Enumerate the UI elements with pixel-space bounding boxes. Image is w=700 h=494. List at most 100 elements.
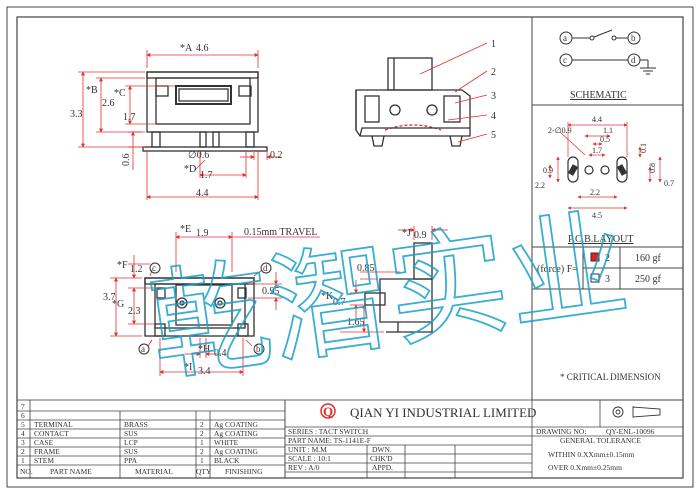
- dim-3-7: 3.7: [103, 292, 116, 303]
- pcb-layout: 4.4 2-∅0.9 1.1 0.5 1.7 0.1 0.9 2.2 0.8 0…: [535, 115, 674, 245]
- pcb-dim-0-8: 0.8: [648, 163, 657, 173]
- bom-cell-finishing: Ag COATING: [214, 420, 259, 429]
- pcb-dim-0-9: 0.9: [543, 166, 553, 175]
- callout-4: 4: [491, 111, 496, 122]
- schematic-d-label: d: [631, 55, 636, 65]
- bom-cell-part: TERMINAL: [34, 420, 73, 429]
- schematic-title: SCHEMATIC: [570, 90, 627, 101]
- dim-h-value: 0.4: [214, 348, 227, 359]
- force-swatch-red: [590, 252, 600, 262]
- company-name: QIAN YI INDUSTRIAL LIMITED: [350, 405, 536, 420]
- pcb-dim-4-4: 4.4: [592, 115, 602, 124]
- callout-numbers: 1 2 3 4 5: [491, 39, 496, 141]
- dim-b-label: *B: [86, 85, 98, 96]
- tolerance-within: WITHIN 0.XXmm±0.15mm: [548, 450, 635, 459]
- pcb-dim-0-1: 0.1: [639, 143, 648, 153]
- dim-0-2: 0.2: [270, 150, 283, 161]
- bom-row-number: 3: [21, 438, 25, 447]
- tolerance-over: OVER 0.Xmm±0.25mm: [548, 463, 622, 472]
- terminal-c-label: c: [152, 263, 156, 273]
- bom-row-number: 1: [21, 456, 25, 465]
- company-logo: [320, 403, 336, 419]
- terminal-b-circle: [253, 343, 265, 355]
- dim-0-85: 0.85: [357, 263, 375, 274]
- dim-f-label: *F: [117, 260, 128, 271]
- bom-header-part: PART NAME: [50, 467, 92, 476]
- isometric-view: [355, 57, 471, 147]
- unit-label: UNIT : M.M: [288, 445, 327, 454]
- dim-h-label: *H: [198, 344, 210, 355]
- force-swatch-white: [590, 273, 600, 283]
- bom-row-number: 5: [21, 420, 25, 429]
- front-view: [144, 277, 255, 337]
- dim-f-value: 1.2: [130, 264, 143, 275]
- bom-header-qty: QTY: [196, 467, 212, 476]
- dim-3-3: 3.3: [70, 109, 83, 120]
- dim-g-value: 2.3: [128, 306, 141, 317]
- bom-header-material: MATERIAL: [135, 467, 173, 476]
- top-view: [142, 71, 268, 152]
- terminal-a-label: a: [141, 344, 145, 354]
- force-row-1-value: 160 gf: [635, 253, 662, 264]
- dim-k-label: *K: [321, 291, 334, 302]
- outer-border: [6, 6, 694, 488]
- callout-1: 1: [491, 39, 496, 50]
- dim-i-value: 3.4: [198, 366, 211, 377]
- schematic-b-label: b: [631, 33, 636, 43]
- scale-label: SCALE : 10:1: [288, 454, 331, 463]
- force-row-2-value: 250 gf: [635, 274, 662, 285]
- bom-cell-finishing: WHITE: [214, 438, 239, 447]
- bom-cell-part: CASE: [34, 438, 54, 447]
- terminal-d-circle: [260, 262, 272, 274]
- schematic-a-label: a: [563, 33, 567, 43]
- terminal-d-label: d: [263, 263, 268, 273]
- bom-cell-material: PPA: [124, 456, 138, 465]
- dim-4-4: 4.4: [196, 188, 209, 199]
- bom-header-no: NO.: [20, 467, 33, 476]
- dim-j-value: 0.9: [414, 230, 427, 241]
- callout-3: 3: [491, 91, 496, 102]
- pcb-dim-1-7: 1.7: [592, 146, 602, 155]
- bom-cell-qty: 1: [200, 456, 204, 465]
- bom-row-number: 2: [21, 447, 25, 456]
- bom-cell-finishing: BLACK: [214, 456, 240, 465]
- drawing-no-value: QY-ENL-10096: [606, 427, 655, 436]
- terminal-b-label: b: [256, 344, 261, 354]
- dim-0-6: 0.6: [121, 154, 132, 167]
- series-label: SERIES : TACT SWITCH: [288, 427, 369, 436]
- bom-row-number: 6: [21, 411, 25, 420]
- front-view-dimensions: [110, 232, 320, 376]
- part-name-label: PART NAME: TS-1141E-F: [288, 436, 371, 445]
- callout-leaders: [419, 42, 488, 143]
- title-block-text: SERIES : TACT SWITCH PART NAME: TS-1141E…: [288, 427, 655, 472]
- dim-b-value: 2.6: [102, 98, 115, 109]
- bom-row-number: 4: [21, 429, 25, 438]
- pcb-dim-4-5: 4.5: [592, 211, 602, 220]
- chkd-label: CHK'D: [370, 454, 393, 463]
- dim-dia-0-6: ∅0.6: [188, 150, 209, 161]
- side-view-dimension-text: *J 0.9 0.85 *K 0.7 1.65: [321, 228, 427, 328]
- pcb-dim-1-1: 1.1: [603, 126, 613, 135]
- pcb-holes: 2-∅0.9: [548, 126, 572, 135]
- bom-header-finishing: FINISHING: [225, 467, 263, 476]
- dim-i-label: *I: [184, 362, 192, 373]
- dim-a-value: 4.6: [196, 43, 209, 54]
- schematic-c-label: c: [563, 55, 567, 65]
- title-block-projection-symbol: [612, 406, 661, 418]
- front-view-dimension-text: *E 1.9 0.15mm TRAVEL *F 1.2 3.7 *G 2.3 0…: [103, 224, 318, 377]
- bom-cell-part: STEM: [34, 456, 54, 465]
- dim-c-value: 1.7: [123, 112, 136, 123]
- bom-cell-material: LCP: [124, 438, 138, 447]
- bom-cell-part: FRAME: [34, 447, 60, 456]
- bom-cell-qty: 2: [200, 447, 204, 456]
- dim-1-65: 1.65: [347, 317, 365, 328]
- terminal-c-circle: [149, 262, 161, 274]
- callout-2: 2: [491, 67, 496, 78]
- pcb-dim-0-7: 0.7: [664, 179, 674, 188]
- dim-g-label: *G: [112, 299, 124, 310]
- bom-cell-finishing: Ag COATING: [214, 429, 259, 438]
- pcb-title: P.C.B.LAYOUT: [568, 234, 633, 245]
- title-block: [284, 399, 684, 479]
